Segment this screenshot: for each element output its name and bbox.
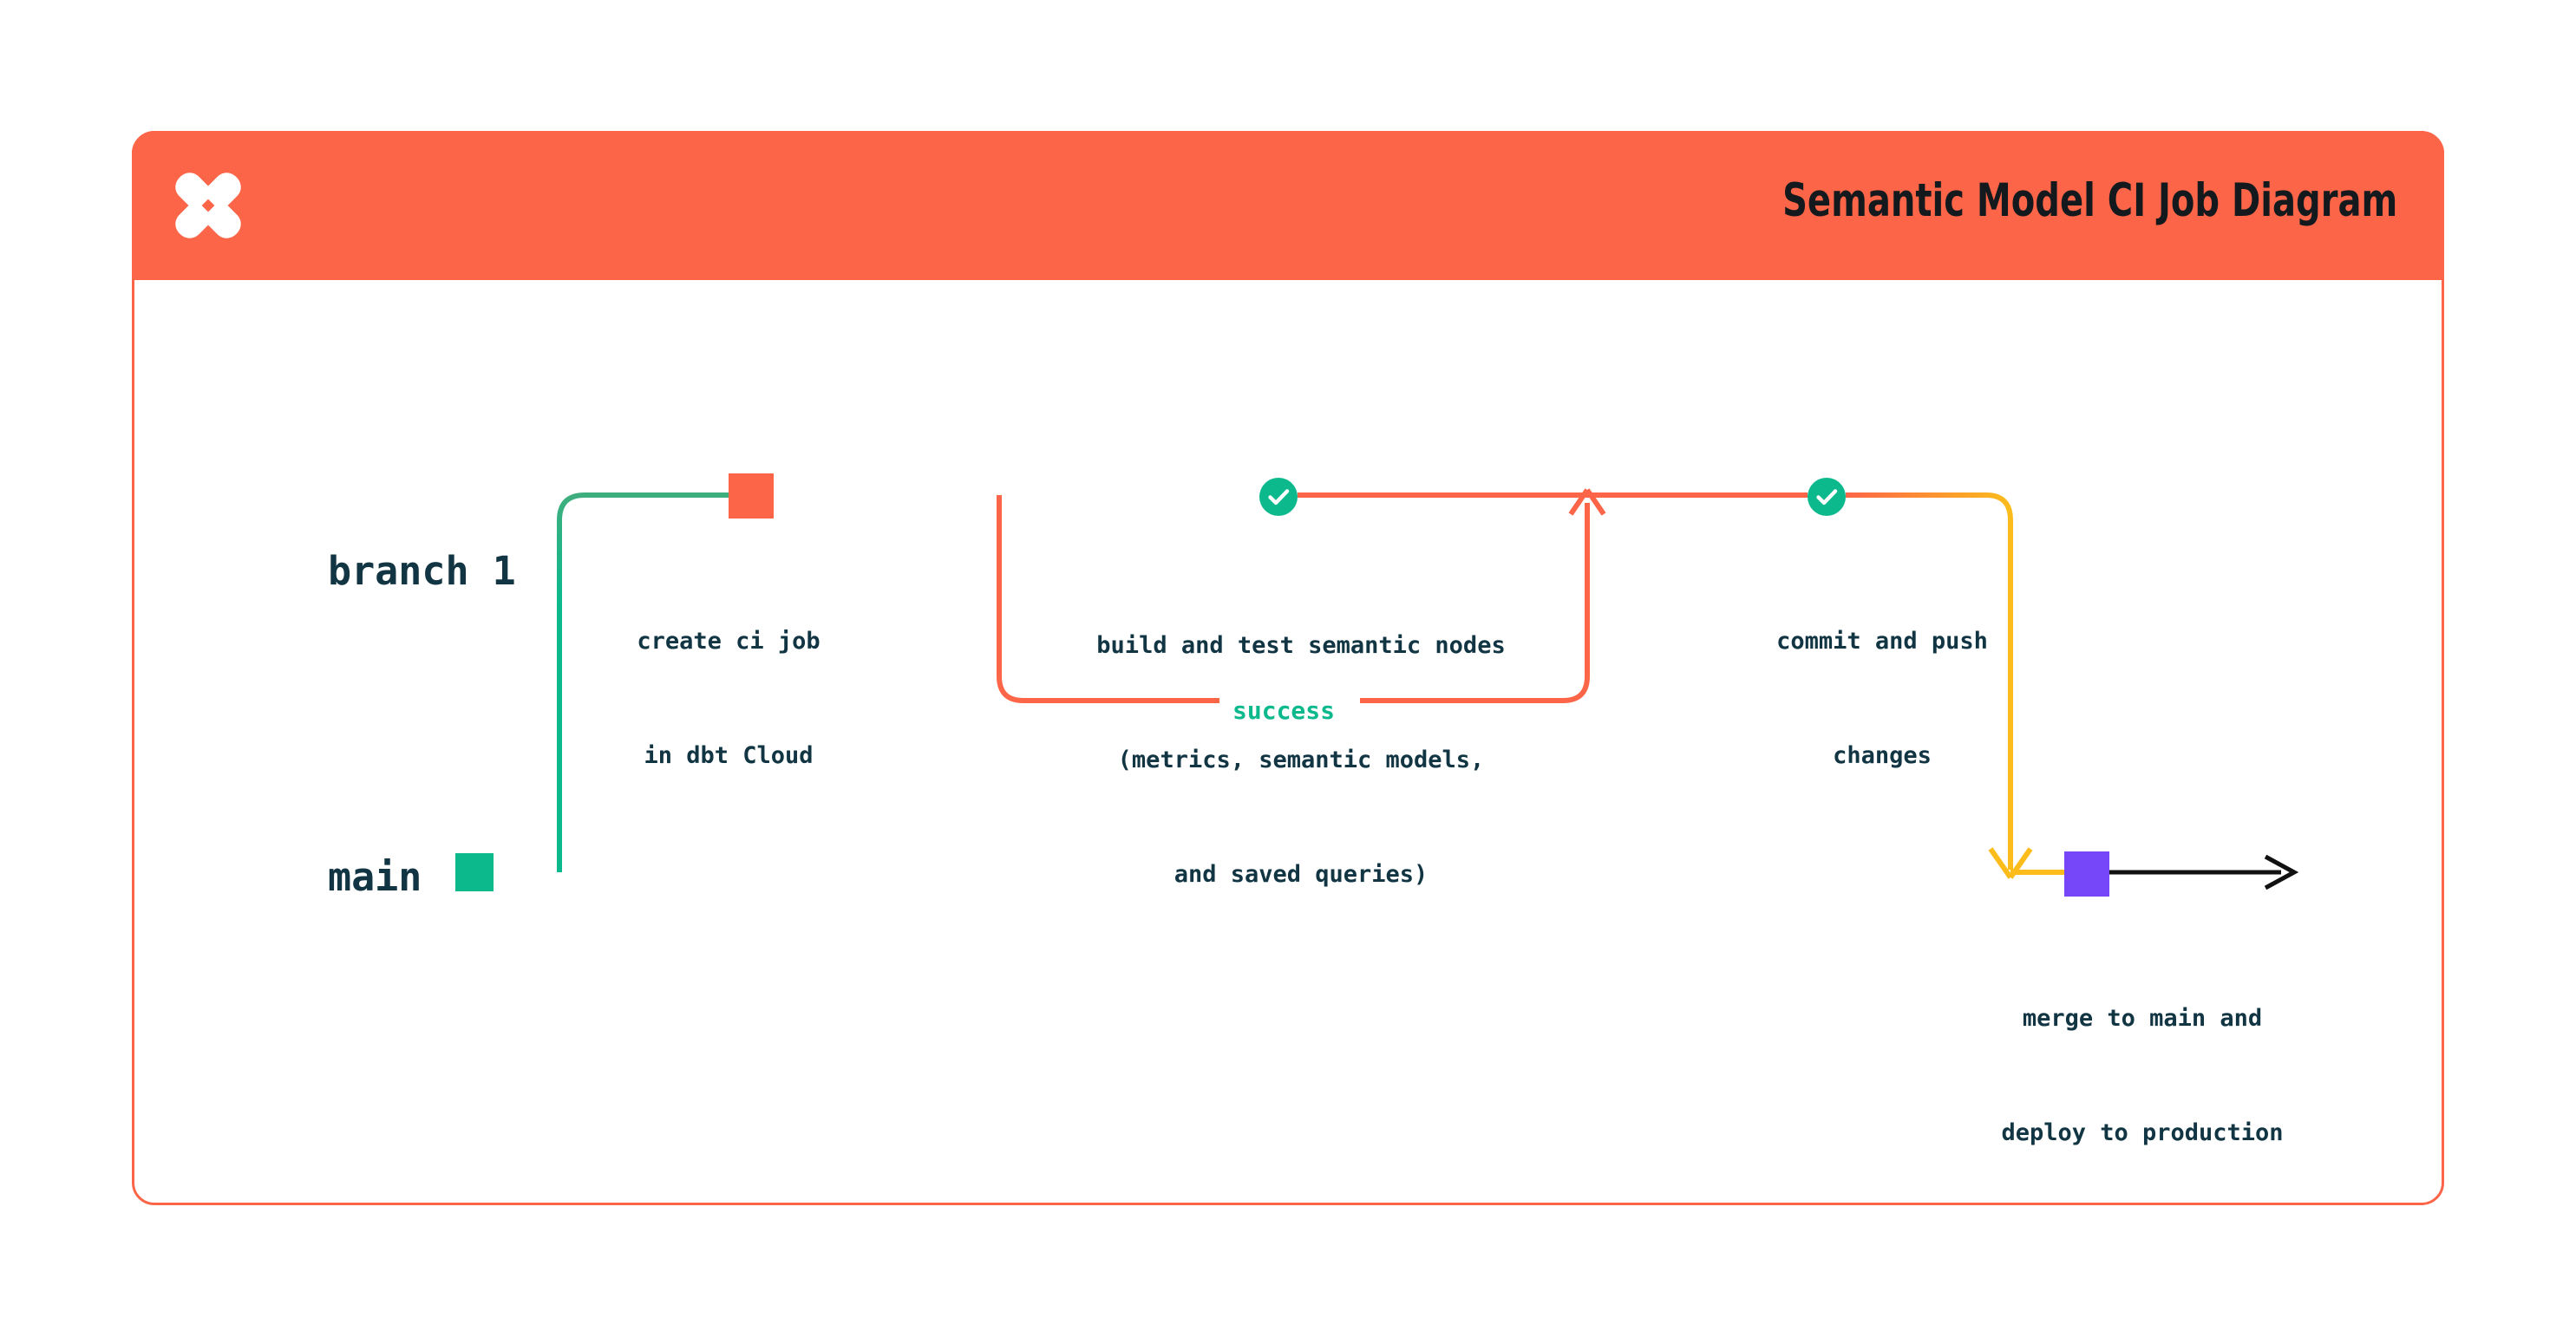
node-caption-merge-to-main: merge to main and deploy to production	[1804, 923, 2481, 1229]
status-check-icon-build-and-test[interactable]	[1259, 478, 1298, 516]
edge-label-success: success	[1232, 696, 1336, 725]
diagram-card: Semantic Model CI Job Diagram	[132, 131, 2444, 1205]
caption-line: (metrics, semantic models,	[1117, 747, 1485, 773]
caption-line: deploy to production	[2001, 1119, 2284, 1146]
caption-line: and saved queries)	[1174, 861, 1429, 888]
dbt-star-icon	[168, 166, 248, 245]
caption-line: commit and push	[1776, 628, 1988, 655]
caption-line: create ci job	[637, 628, 821, 655]
lane-label-branch-1: branch 1	[328, 548, 516, 594]
commit-marker-merge-to-main[interactable]	[2064, 851, 2109, 897]
card-header: Semantic Model CI Job Diagram	[132, 131, 2444, 280]
node-caption-commit-and-push: commit and push changes	[1613, 546, 2151, 851]
caption-line: build and test semantic nodes	[1096, 632, 1506, 659]
caption-line: changes	[1833, 742, 1932, 769]
page-title: Semantic Model CI Job Diagram	[1782, 174, 2397, 227]
commit-marker-create-ci-job[interactable]	[729, 473, 774, 519]
lane-label-main: main	[328, 854, 422, 900]
caption-line: merge to main and	[2022, 1005, 2263, 1032]
status-check-icon-commit-and-push[interactable]	[1808, 478, 1846, 516]
commit-marker-main[interactable]	[455, 853, 494, 891]
caption-line: in dbt Cloud	[644, 742, 814, 769]
node-caption-build-and-test: build and test semantic nodes (metrics, …	[945, 551, 1657, 970]
node-caption-create-ci-job: create ci job in dbt Cloud	[538, 546, 919, 851]
